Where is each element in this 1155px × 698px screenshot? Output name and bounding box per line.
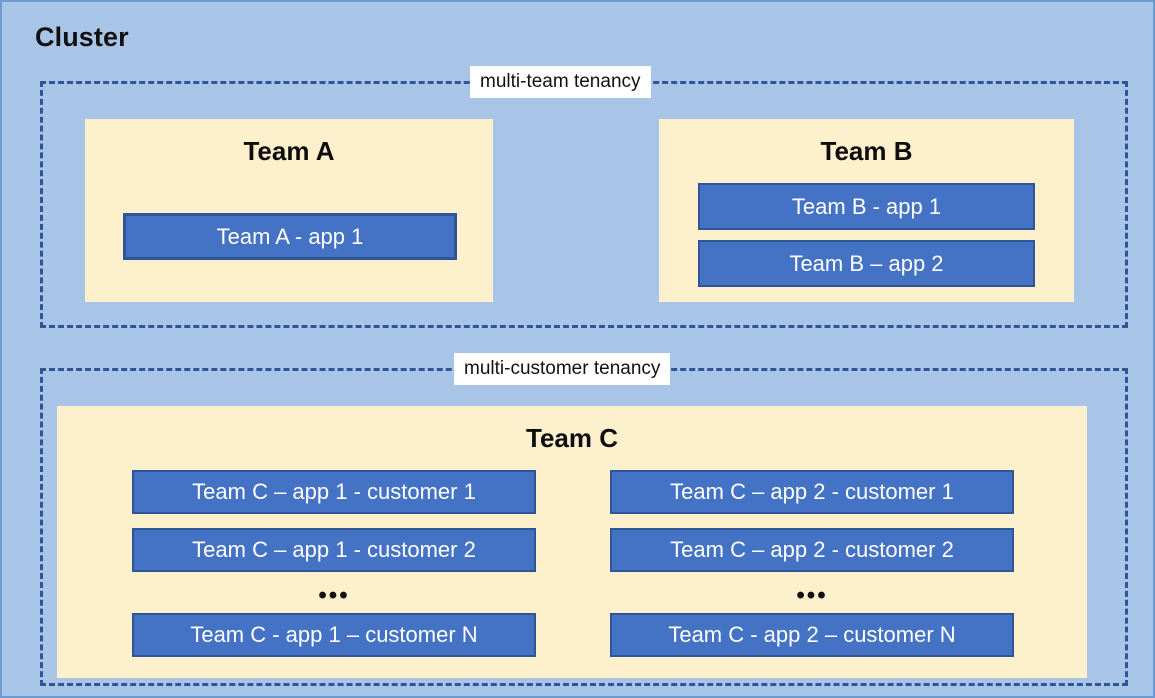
- app-box-team-b-app-1[interactable]: Team B - app 1: [698, 183, 1035, 230]
- tenancy-label-multi-team: multi-team tenancy: [470, 66, 651, 98]
- app-box-team-c-app-1-customer-n[interactable]: Team C - app 1 – customer N: [132, 613, 536, 657]
- team-title-team-a: Team A: [243, 136, 335, 166]
- app-box-team-c-app-1-customer-2[interactable]: Team C – app 1 - customer 2: [132, 528, 536, 572]
- team-panel-team-a: Team A Team A - app 1: [85, 119, 493, 302]
- app-box-team-b-app-2[interactable]: Team B – app 2: [698, 240, 1035, 287]
- ellipsis-team-c-app-2: •••: [796, 582, 828, 609]
- team-title-team-b: Team B: [820, 136, 913, 166]
- app-box-team-c-app-1-customer-1[interactable]: Team C – app 1 - customer 1: [132, 470, 536, 514]
- team-panel-team-c: Team C Team C – app 1 - customer 1 Team …: [57, 406, 1087, 678]
- ellipsis-team-c-app-1: •••: [318, 582, 350, 609]
- app-box-team-c-app-2-customer-2[interactable]: Team C – app 2 - customer 2: [610, 528, 1014, 572]
- tenancy-label-multi-customer: multi-customer tenancy: [454, 353, 671, 385]
- team-panel-team-b: Team B Team B - app 1 Team B – app 2: [659, 119, 1074, 302]
- cluster-title: Cluster: [35, 22, 129, 52]
- app-box-team-c-app-2-customer-n[interactable]: Team C - app 2 – customer N: [610, 613, 1014, 657]
- team-title-team-c: Team C: [526, 423, 618, 453]
- app-box-team-c-app-2-customer-1[interactable]: Team C – app 2 - customer 1: [610, 470, 1014, 514]
- app-box-team-a-app-1[interactable]: Team A - app 1: [123, 213, 457, 260]
